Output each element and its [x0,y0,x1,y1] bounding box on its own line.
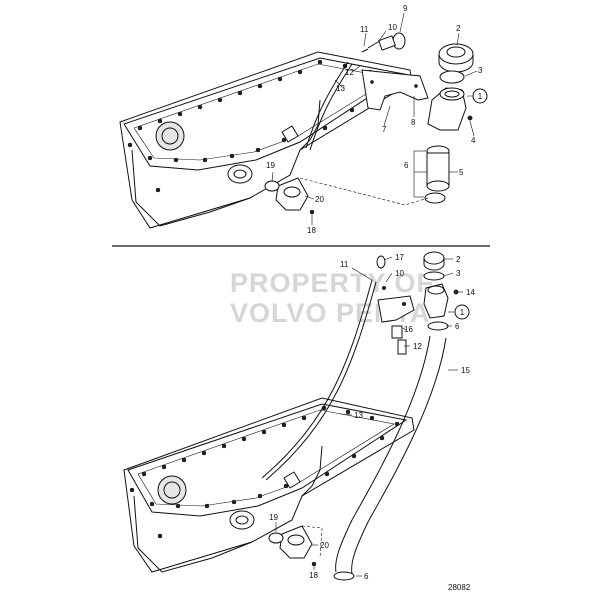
bottom-callout-labels: 11 17 10 2 3 14 16 12 6 15 13 19 20 18 6 [269,253,475,581]
callout-13: 13 [336,84,345,93]
callout-9: 9 [403,4,408,13]
hose-clamp-lower [333,571,355,581]
callout-12: 12 [345,68,354,77]
callout-2: 2 [456,24,461,33]
clip-16 [391,325,403,339]
hose-15 [335,335,431,573]
callout-5: 5 [459,168,464,177]
suction-flange-b [229,510,255,530]
bottom-leaders [275,256,463,577]
callout-11-b: 11 [340,260,349,269]
oil-pan-upper-b [123,397,415,573]
callout-15-b: 15 [461,366,470,375]
dipstick-tube-top [305,61,349,149]
dipstick-tube-13 [261,279,373,479]
oil-pan-upper [119,51,413,229]
clip-17 [376,255,386,269]
filler-neck-b [423,283,449,319]
suction-flange [227,164,253,184]
top-assembly: 1 9 10 11 2 3 12 13 7 8 4 6 5 19 20 18 [119,4,488,235]
callout-4: 4 [471,136,476,145]
seal-ring-3 [439,70,465,84]
oil-pan-lower-body-b [133,445,323,573]
callout-11: 11 [360,25,369,34]
seal-ring-3b [423,271,445,281]
ref-circle-bottom [454,304,470,320]
ref-circle-top [472,88,488,104]
top-callout-labels: 9 10 11 2 3 12 13 7 8 4 6 5 19 20 18 [266,4,483,235]
callout-3: 3 [478,66,483,75]
figure-number: 28082 [448,583,471,592]
oil-pan-gasket-rail-b [127,403,408,517]
o-ring-19-b [268,532,284,544]
callout-18-b: 18 [309,571,318,580]
ref-marker-bottom: 1 [460,308,465,317]
pan-fitting [281,125,299,143]
elbow-20 [275,177,309,211]
callout-10: 10 [388,23,397,32]
callout-10-b: 10 [395,269,404,278]
callout-7: 7 [382,125,387,134]
sleeve-5 [426,152,450,186]
callout-17-b: 17 [395,253,404,262]
oil-pan-gasket-rail [123,57,406,171]
callout-8: 8 [411,118,416,127]
o-ring-19 [264,180,280,192]
filler-cap-b [423,251,445,265]
part-12-b [397,339,407,355]
callout-6-b: 6 [455,322,460,331]
part-9-cap [392,32,406,50]
callout-20: 20 [315,195,324,204]
ref-marker-top: 1 [478,92,483,101]
callout-19: 19 [266,161,275,170]
bracket-7 [361,69,429,111]
callout-13-b: 13 [354,411,363,420]
callout-3-b: 3 [456,269,461,278]
callout-2-b: 2 [456,255,461,264]
oil-pump-gear [155,121,185,151]
callout-18: 18 [307,226,316,235]
callout-19-b: 19 [269,513,278,522]
oil-pump-gear-b [157,475,187,505]
hose-clamp-upper [427,321,449,331]
seal-ring-lower [424,192,446,204]
callout-16-b: 16 [404,325,413,334]
callout-6b-b: 6 [364,572,369,581]
callout-20-b: 20 [320,541,329,550]
gasket-bolts-b [129,405,400,539]
callout-6: 6 [404,161,409,170]
svg-text:PROPERTY OF: PROPERTY OF [230,268,434,298]
callout-14-b: 14 [466,288,475,297]
elbow-20-b [279,525,313,559]
callout-12-b: 12 [413,342,422,351]
bottom-assembly: 1 11 17 10 2 3 14 16 12 6 15 13 19 20 18… [123,251,475,581]
